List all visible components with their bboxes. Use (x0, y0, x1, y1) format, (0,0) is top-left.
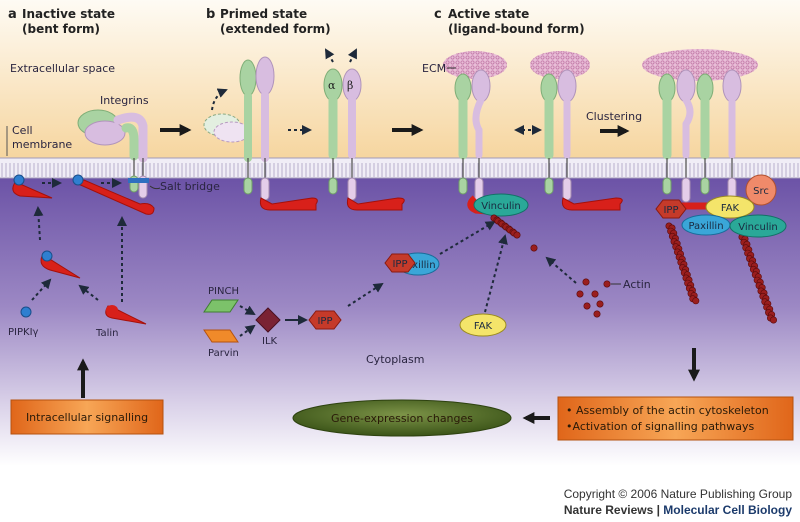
panel-c-header: c Active state (ligand-bound form) (434, 7, 585, 36)
ilk-label: ILK (262, 336, 278, 347)
clustered-integrins (642, 49, 758, 210)
ilk-molecule (255, 307, 281, 333)
cell-membrane-label-line1: Cell (12, 124, 33, 137)
actin-bead (576, 290, 584, 298)
ipp-paxillin-complex: Paxillin IPP (384, 252, 440, 276)
vinculin-molecule-clustered: Vinculin (729, 214, 787, 238)
panel-a-subtitle: (bent form) (22, 22, 100, 36)
panel-c-title: Active state (448, 7, 529, 21)
ipp-label-3: IPP (663, 205, 678, 216)
panel-b-title: Primed state (220, 7, 307, 21)
outcome-actin-assembly: • Assembly of the actin cytoskeleton (566, 404, 769, 417)
extended-integrin: α β (323, 48, 405, 211)
gene-expression-label: Gene-expression changes (331, 412, 473, 425)
bent-integrin (77, 109, 149, 199)
panel-a-letter: a (8, 7, 17, 22)
talin-molecule (105, 305, 147, 325)
actin-monomers (530, 244, 611, 318)
pipki-label: PIPKIγ (8, 327, 39, 338)
parvin-label: Parvin (208, 348, 239, 359)
actin-bead (530, 244, 538, 252)
ecm-label: ECM (422, 62, 446, 75)
panel-c-subtitle: (ligand-bound form) (448, 22, 585, 36)
intracellular-signalling-label: Intracellular signalling (26, 411, 148, 424)
journal-credit: Nature Reviews | Molecular Cell Biology (564, 503, 792, 517)
unfolding-integrin (203, 56, 318, 211)
panel-c-letter: c (434, 7, 442, 22)
ecm-ligand (443, 51, 507, 79)
ipp-complex-1: IPP (308, 310, 342, 330)
cytoplasm-label: Cytoplasm (366, 353, 424, 366)
integrins-label: Integrins (100, 94, 149, 107)
panel-b-letter: b (206, 7, 215, 22)
actin-bead (513, 231, 521, 239)
actin-label: Actin (623, 278, 651, 291)
fak-molecule-clustered: FAK (705, 195, 755, 219)
vinculin-label-1: Vinculin (481, 201, 520, 212)
fak-label-1: FAK (474, 321, 493, 332)
actin-bead (583, 302, 591, 310)
talin-pipki-complex-2 (72, 174, 155, 215)
actin-bead (582, 278, 590, 286)
journal-section: Molecular Cell Biology (663, 503, 792, 517)
copyright-notice: Copyright © 2006 Nature Publishing Group (563, 487, 792, 501)
extracellular-space-label: Extracellular space (10, 62, 115, 75)
salt-bridge-label: Salt bridge (160, 180, 220, 193)
ipp-label-1: IPP (317, 316, 332, 327)
actin-bead (593, 310, 601, 318)
alpha-subunit-label: α (328, 79, 336, 92)
panel-a-header: a Inactive state (bent form) (8, 7, 115, 36)
talin-label: Talin (95, 328, 118, 339)
clustering-label: Clustering (586, 110, 642, 123)
pinch-molecule (203, 299, 239, 313)
vinculin-molecule: Vinculin (473, 193, 529, 217)
fak-label-2: FAK (721, 203, 740, 214)
actin-filament-short (490, 214, 521, 239)
outcomes-box: • Assembly of the actin cytoskeleton •Ac… (557, 396, 794, 441)
fak-molecule: FAK (459, 313, 507, 337)
talin-pipki-complex-1 (12, 174, 53, 199)
intracellular-signalling-box: Intracellular signalling (10, 399, 164, 435)
gene-expression-ellipse: Gene-expression changes (292, 399, 512, 437)
cell-membrane (0, 158, 800, 178)
paxillin-molecule-clustered: Paxillin (681, 214, 731, 236)
panel-b-subtitle: (extended form) (220, 22, 331, 36)
beta-subunit-label: β (347, 79, 353, 92)
outcome-signalling-activation: •Activation of signalling pathways (566, 420, 755, 433)
ipp-label-2: IPP (392, 259, 407, 270)
pipki-molecule (20, 306, 32, 318)
actin-filament-long-1 (665, 222, 700, 305)
journal-separator: | (653, 503, 664, 517)
ipp-complex-clustered: IPP (655, 199, 687, 219)
actin-bead (596, 300, 604, 308)
talin-pipki-complex-3 (40, 250, 81, 279)
src-molecule: Src (745, 174, 777, 206)
vinculin-label-2: Vinculin (738, 222, 777, 233)
salt-bridge-mark (128, 178, 149, 183)
white-footer (0, 466, 800, 522)
ligand-bound-integrin-1 (443, 51, 507, 216)
ligand-bound-integrin-2 (530, 51, 623, 211)
paxillin-label-1: Paxillin (400, 260, 435, 271)
cell-membrane-label-line2: membrane (12, 138, 72, 151)
actin-bead (591, 290, 599, 298)
src-label: Src (753, 186, 769, 197)
actin-bead (603, 280, 611, 288)
pinch-label: PINCH (208, 286, 239, 297)
actin-bead (769, 316, 777, 324)
journal-name: Nature Reviews (563, 503, 654, 517)
panel-a-title: Inactive state (22, 7, 115, 21)
paxillin-label-2: Paxillin (688, 221, 723, 232)
parvin-molecule (203, 329, 239, 343)
panel-b-header: b Primed state (extended form) (206, 7, 331, 36)
actin-bead (692, 297, 700, 305)
